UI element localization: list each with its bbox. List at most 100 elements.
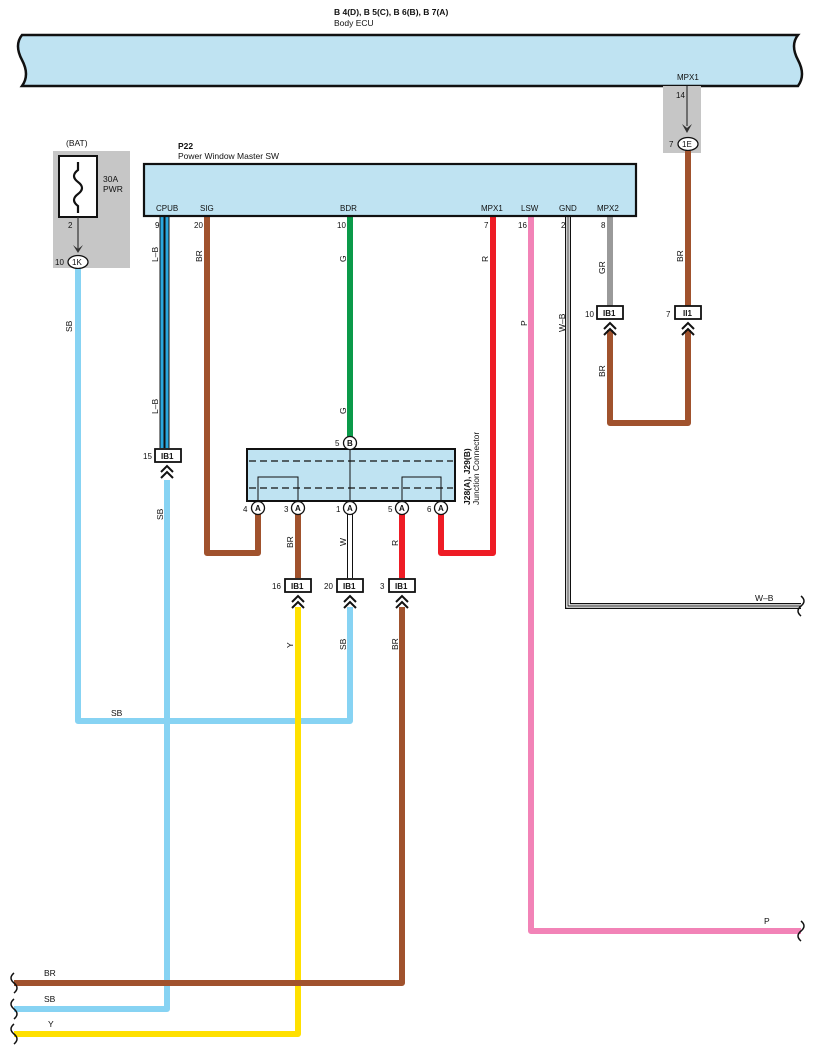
svg-text:IB1: IB1 xyxy=(161,452,174,461)
wire-label: BR xyxy=(675,250,685,262)
junction-connector-box xyxy=(246,448,456,502)
chevron-up-icon xyxy=(603,321,617,336)
master-sw-name: Power Window Master SW xyxy=(178,151,279,161)
fuse-name: PWR xyxy=(103,184,123,194)
terminal-sig-pin: 20 xyxy=(194,221,203,230)
wires xyxy=(14,151,801,1037)
svg-text:IB1: IB1 xyxy=(395,582,408,591)
wire-label: BR xyxy=(390,638,400,650)
junction-pin-num: 4 xyxy=(243,505,248,514)
fuse-conn-oval xyxy=(67,254,89,270)
wire-label: BR xyxy=(285,536,295,548)
master-sw-box xyxy=(142,162,638,218)
wire-end-icon xyxy=(10,1023,18,1045)
fuse-conn-pin: 10 xyxy=(55,258,64,267)
svg-text:16: 16 xyxy=(272,582,281,591)
chevron-up-icon xyxy=(681,321,695,336)
body-ecu-connectors: B 4(D), B 5(C), B 6(B), B 7(A) xyxy=(334,7,448,17)
terminal-lsw-pin: 16 xyxy=(518,221,527,230)
junction-top-pin: 5 xyxy=(335,439,340,448)
body-ecu-pin-label: MPX1 xyxy=(677,73,699,82)
svg-text:IB1: IB1 xyxy=(603,309,616,318)
chevron-up-icon xyxy=(395,594,409,609)
wire-label: G xyxy=(338,255,348,262)
wire-label: GR xyxy=(597,261,607,274)
terminal-cpub-label: CPUB xyxy=(156,204,178,213)
svg-text:IB1: IB1 xyxy=(343,582,356,591)
junction-pin-letter: A xyxy=(255,504,261,513)
junction-connector-code: J28(A), J29(B) xyxy=(462,448,472,505)
fuse-conn-code: 1K xyxy=(72,258,82,267)
fuse-source: (BAT) xyxy=(66,138,88,148)
wire-label: L–B xyxy=(150,247,160,262)
wire-label: R xyxy=(390,540,400,546)
terminal-mpx1-pin: 7 xyxy=(484,221,489,230)
terminal-lsw-label: LSW xyxy=(521,204,539,213)
svg-text:15: 15 xyxy=(143,452,152,461)
junction-pin-num: 5 xyxy=(388,505,393,514)
connector-ib1-16: 16 IB1 xyxy=(272,578,312,609)
wire-label: Y xyxy=(48,1019,54,1029)
svg-text:3: 3 xyxy=(380,582,385,591)
terminal-cpub-pin: 9 xyxy=(155,221,160,230)
wire-label: SB xyxy=(44,994,56,1004)
junction-connector-label: J28(A), J29(B) Junction Connector xyxy=(462,432,481,505)
wire-end-icon xyxy=(10,998,18,1020)
master-sw-code: P22 xyxy=(178,141,193,151)
terminal-gnd-pin: 2 xyxy=(561,221,566,230)
wire-label: W xyxy=(338,538,348,546)
svg-text:7: 7 xyxy=(666,310,671,319)
junction-pin-num: 1 xyxy=(336,505,341,514)
junction-pins: 4 A 3 A 1 A 5 A 6 A xyxy=(243,500,449,516)
wire-label: SB xyxy=(64,320,74,332)
junction-pin-num: 6 xyxy=(427,505,432,514)
terminal-mpx2-label: MPX2 xyxy=(597,204,619,213)
wire-label: R xyxy=(480,256,490,262)
wire-label: W–B xyxy=(557,313,567,332)
junction-pin-letter: A xyxy=(347,504,353,513)
terminal-sig-label: SIG xyxy=(200,204,214,213)
body-ecu-pin-number: 14 xyxy=(676,91,685,100)
fuse-rating: 30A xyxy=(103,174,118,184)
connector-ib1-3: 3 IB1 xyxy=(380,578,416,609)
junction-pin-letter: A xyxy=(295,504,301,513)
svg-text:IB1: IB1 xyxy=(291,582,304,591)
arrow-down-icon xyxy=(682,124,692,133)
connector-ib1-mpx2: 10 IB1 xyxy=(585,305,624,336)
junction-pin-num: 3 xyxy=(284,505,289,514)
junction-connector-name: Junction Connector xyxy=(471,432,481,505)
svg-text:20: 20 xyxy=(324,582,333,591)
terminal-gnd-label: GND xyxy=(559,204,577,213)
wire-label: Y xyxy=(285,642,295,648)
chevron-up-icon xyxy=(343,594,357,609)
wire-label: W–B xyxy=(755,593,774,603)
junction-1e-oval xyxy=(677,136,699,152)
terminal-mpx1-label: MPX1 xyxy=(481,204,503,213)
wire-label: BR xyxy=(597,365,607,377)
wire-label: BR xyxy=(194,250,204,262)
wire-labels: SB L–B L–B SB BR G G R P W–B GR BR BR BR… xyxy=(44,247,774,1029)
terminal-bdr-label: BDR xyxy=(340,204,357,213)
junction-top-circle xyxy=(342,435,358,451)
fuse-icon xyxy=(72,162,84,213)
wire-end-icon xyxy=(797,595,805,617)
body-ecu-box xyxy=(16,33,804,88)
wire-label: L–B xyxy=(150,399,160,414)
wire-label: SB xyxy=(111,708,123,718)
connector-ii1: 7 II1 xyxy=(666,305,702,336)
body-ecu-name: Body ECU xyxy=(334,18,374,28)
junction-pin-letter: A xyxy=(438,504,444,513)
fuse-out-pin: 2 xyxy=(68,221,73,230)
terminal-mpx2-pin: 8 xyxy=(601,221,606,230)
junction-1e-code: 1E xyxy=(682,140,692,149)
svg-text:10: 10 xyxy=(585,310,594,319)
junction-pin-letter: A xyxy=(399,504,405,513)
arrow-down-icon xyxy=(73,245,83,253)
wire-label: P xyxy=(764,916,770,926)
junction-top-letter: B xyxy=(347,439,353,448)
junction-1e-pin: 7 xyxy=(669,140,674,149)
svg-text:II1: II1 xyxy=(683,309,692,318)
chevron-up-icon xyxy=(160,464,174,479)
wire-label: G xyxy=(338,407,348,414)
